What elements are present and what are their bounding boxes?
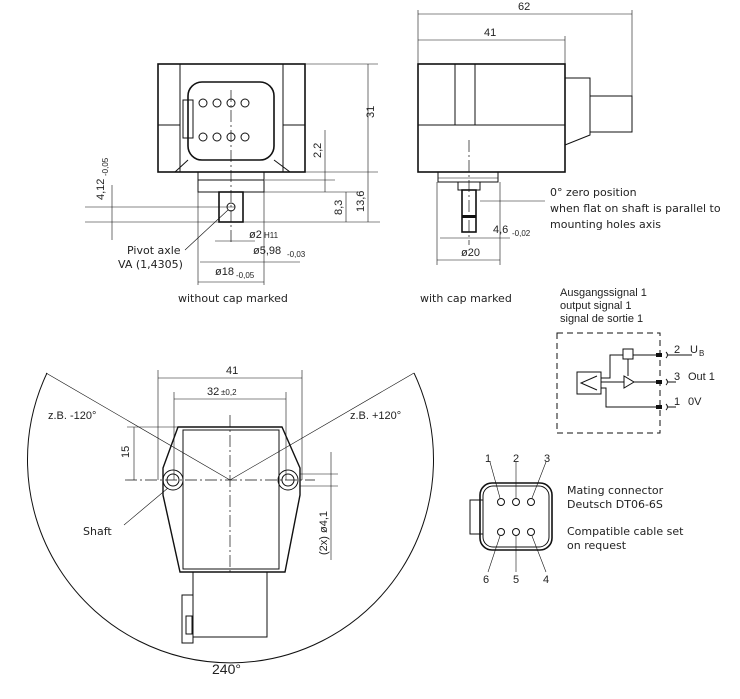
svg-text:0V: 0V <box>688 396 702 408</box>
angle-neg-120: z.B. -120° <box>48 410 96 422</box>
dim-15: 15 <box>120 446 132 458</box>
pivot-label: Pivot axle <box>127 244 181 257</box>
circuit-title-en: output signal 1 <box>560 300 632 312</box>
zero-position-note-2: when flat on shaft is parallel to <box>550 202 721 215</box>
dim-32-tol: ±0,2 <box>221 388 237 397</box>
circuit-title-de: Ausgangssignal 1 <box>560 287 647 299</box>
pin-label-6: 6 <box>483 574 489 586</box>
angle-pos-120: z.B. +120° <box>350 410 401 422</box>
regulator-icon <box>622 348 634 360</box>
connector-pins <box>198 98 250 142</box>
dim-d18: ø18 <box>215 266 234 278</box>
svg-text:1: 1 <box>674 396 680 408</box>
shaft-label: Shaft <box>83 525 112 538</box>
svg-text:4,12: 4,12 <box>95 179 107 200</box>
pin-label-2: 2 <box>513 453 519 465</box>
dim-d2-tol: H11 <box>264 231 279 240</box>
caption-without-cap: without cap marked <box>178 292 288 305</box>
dim-d598: ø5,98 <box>253 245 281 257</box>
dim-holes: (2x) ø4,1 <box>318 511 330 555</box>
dim-d20: ø20 <box>461 247 480 259</box>
cable-set-note-2: on request <box>567 539 627 552</box>
svg-text:Out 1: Out 1 <box>688 371 715 383</box>
circuit-pin-0v: 1 0V <box>665 396 702 411</box>
mating-connector-note: Mating connector <box>567 484 664 497</box>
pivot-material: VA (1,4305) <box>118 258 183 271</box>
dim-d18-tol: -0,05 <box>236 271 255 280</box>
connector-pinout: 1 2 3 6 5 4 Mating connector Deutsch DT0… <box>469 453 684 586</box>
dim-8-3: 8,3 <box>333 200 345 215</box>
output-circuit-diagram: Ausgangssignal 1 output signal 1 signal … <box>556 287 715 434</box>
circuit-pin-ub: 2 U B <box>665 344 704 359</box>
svg-text:3: 3 <box>674 371 680 383</box>
svg-text:B: B <box>699 349 704 358</box>
dim-d2: ø2 <box>249 229 262 241</box>
zero-position-note-3: mounting holes axis <box>550 218 661 231</box>
sensor-element-icon <box>576 371 602 395</box>
pin-label-4: 4 <box>543 574 549 586</box>
zero-position-note: 0° zero position <box>550 186 637 199</box>
dim-2-2: 2,2 <box>312 143 324 158</box>
angle-240: 240° <box>212 661 241 677</box>
mating-connector-model: Deutsch DT06-6S <box>567 498 663 511</box>
dim-4-6: 4,6 <box>493 224 508 236</box>
circuit-title-fr: signal de sortie 1 <box>560 313 643 325</box>
dim-32: 32 <box>207 386 219 398</box>
circuit-pin-out1: 3 Out 1 <box>665 371 715 386</box>
cable-set-note: Compatible cable set <box>567 525 684 538</box>
dim-4-6-tol: -0,02 <box>512 229 531 238</box>
caption-with-cap: with cap marked <box>420 292 512 305</box>
rotation-arc <box>27 372 434 664</box>
side-view-with-cap: 62 41 4,6 -0,02 ø20 0° zero position whe… <box>417 1 721 305</box>
svg-text:U: U <box>690 344 698 356</box>
front-view-without-cap: 31 2,2 8,3 13,6 4,12 -0,05 ø2 H11 ø5,98 … <box>85 63 380 305</box>
svg-text:2: 2 <box>674 344 680 356</box>
pin-label-5: 5 <box>513 574 519 586</box>
top-view-rotation-range: 41 32 ±0,2 15 (2x) ø4,1 z.B. -120° z.B. … <box>27 365 434 677</box>
dim-62: 62 <box>518 1 530 13</box>
pin-label-1: 1 <box>485 453 491 465</box>
amplifier-icon <box>623 375 635 389</box>
dim-31: 31 <box>365 106 377 118</box>
dim-13-6: 13,6 <box>355 191 367 212</box>
dim-41-bottom: 41 <box>226 365 238 377</box>
svg-text:-0,05: -0,05 <box>101 157 110 176</box>
dim-4-12: 4,12 -0,05 <box>95 157 110 200</box>
dim-d598-tol: -0,03 <box>287 250 306 259</box>
pin-label-3: 3 <box>544 453 550 465</box>
dim-41-side: 41 <box>484 27 496 39</box>
